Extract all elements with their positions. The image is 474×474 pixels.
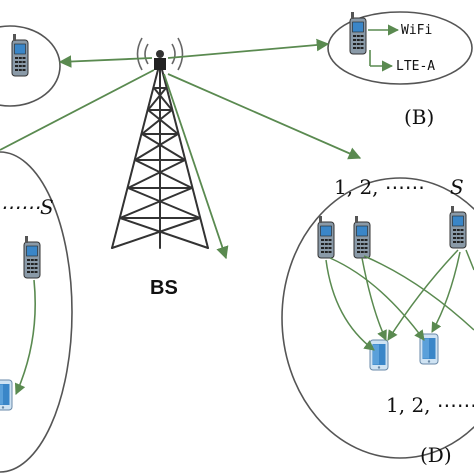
group-d-ellipse [281,177,474,459]
smartphone-icon [369,339,389,371]
antenna-icon [136,37,184,71]
group-b-links [368,24,400,72]
group-c-index: ⋯⋯S [0,195,54,219]
group-d-source-last: S [450,175,464,199]
group-d-receiver-index: 1, 2, ⋯⋯ [386,393,474,417]
group-a-ellipse [0,25,61,107]
phone-icon [317,215,335,259]
phone-icon [449,205,467,249]
phone-icon [11,33,29,77]
group-d-links [325,249,474,351]
smartphone-icon [0,379,13,411]
tower-icon [111,61,209,249]
phone-icon [23,235,41,279]
group-d-source-index: 1, 2, ⋯⋯ [334,175,425,199]
bs-links [0,38,362,260]
bs-label: BS [150,277,178,299]
link-lte-label: LTE-A [396,59,435,74]
group-c-ellipse [0,151,73,473]
group-b-tag: (B) [404,105,434,129]
phone-icon [353,215,371,259]
phone-icon [349,11,367,55]
group-c-link [14,279,36,396]
group-d-tag: (D) [420,443,452,467]
link-wifi-label: WiFi [401,23,432,38]
